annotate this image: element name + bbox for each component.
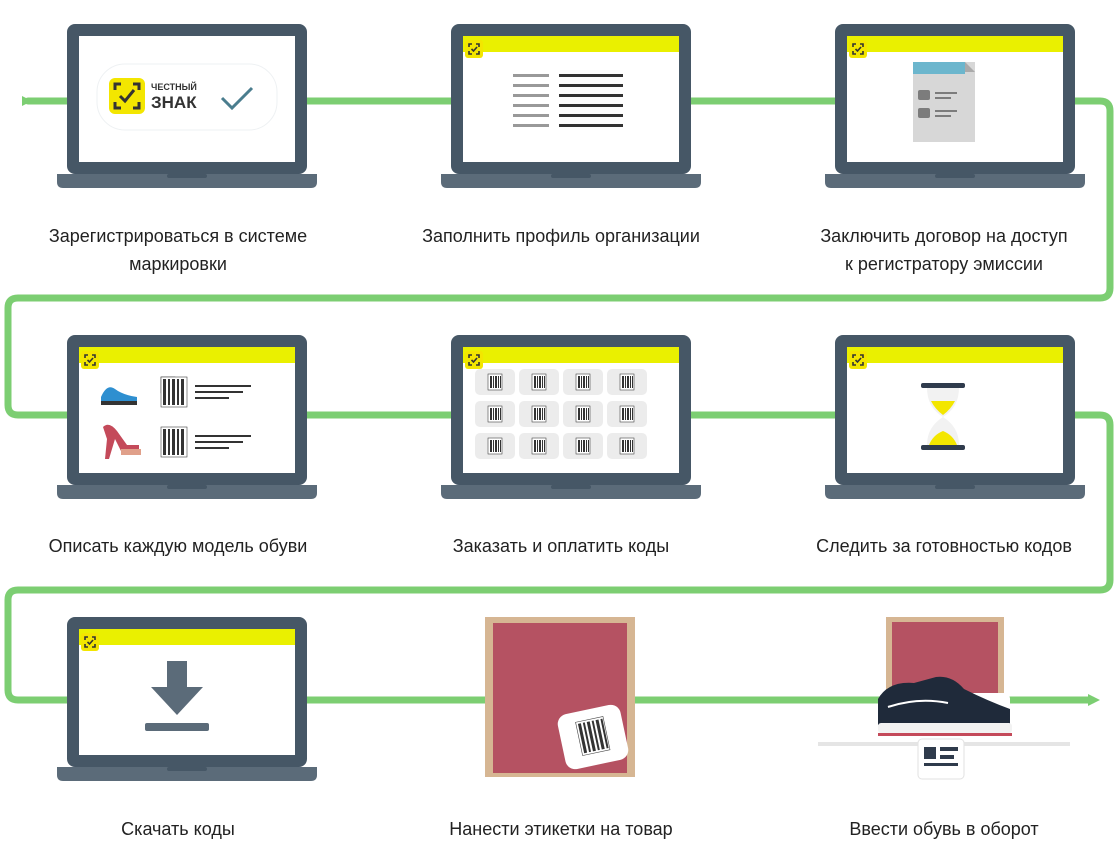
hourglass-icon [921,383,965,450]
step-4-laptop [57,335,317,499]
step-4-caption-line-1: Описать каждую модель обуви [48,536,308,556]
step-5-caption-line-1: Заказать и оплатить коды [452,536,670,556]
flow-arrow-head-icon [1088,694,1100,706]
step-3-laptop [825,24,1085,188]
step-9-shoe-scene [818,617,1070,780]
step-6-caption: Следить за готовностью кодов [764,532,1120,560]
step-2-caption-line-1: Заполнить профиль организации [422,226,700,246]
step-2-laptop [441,24,701,188]
step-1-caption: Зарегистрироваться в системе маркировки [0,222,358,278]
sneaker-icon [878,676,1012,736]
step-8-labeled-box [485,617,635,777]
logo-text-top: ЧЕСТНЫЙ [151,81,197,92]
step-4-caption: Описать каждую модель обуви [0,532,358,560]
honest-sign-logo-icon: ЧЕСТНЫЙ ЗНАК [96,63,278,131]
step-7-caption-line-1: Скачать коды [121,819,235,839]
step-7-caption: Скачать коды [0,815,358,843]
step-3-caption-line-1: Заключить договор на доступ [820,226,1068,246]
step-6-caption-line-1: Следить за готовностью кодов [816,536,1072,556]
step-6-laptop [825,335,1085,499]
step-7-laptop [57,617,317,781]
contract-document-icon [913,62,975,142]
download-arrow-icon [145,661,209,731]
step-9-caption-line-1: Ввести обувь в оборот [849,819,1039,839]
logo-text-bottom: ЗНАК [151,93,197,112]
shoe-models-icon [101,376,251,459]
code-grid-icon [475,369,647,459]
step-1-caption-line-2: маркировки [129,254,227,274]
step-5-laptop [441,335,701,499]
step-1-caption-line-1: Зарегистрироваться в системе [48,226,308,246]
step-3-caption-line-2: к регистратору эмиссии [845,254,1043,274]
step-8-caption-line-1: Нанести этикетки на товар [449,819,673,839]
step-2-caption: Заполнить профиль организации [381,222,741,250]
checkmark-icon [220,86,254,111]
step-5-caption: Заказать и оплатить коды [381,532,741,560]
step-9-caption: Ввести обувь в оборот [764,815,1120,843]
code-label-icon [557,704,629,770]
scanner-terminal-icon [917,738,965,780]
step-8-caption: Нанести этикетки на товар [381,815,741,843]
step-3-caption: Заключить договор на доступ к регистрато… [764,222,1120,278]
profile-form-icon [513,74,623,127]
step-1-laptop: ЧЕСТНЫЙ ЗНАК [57,24,317,188]
